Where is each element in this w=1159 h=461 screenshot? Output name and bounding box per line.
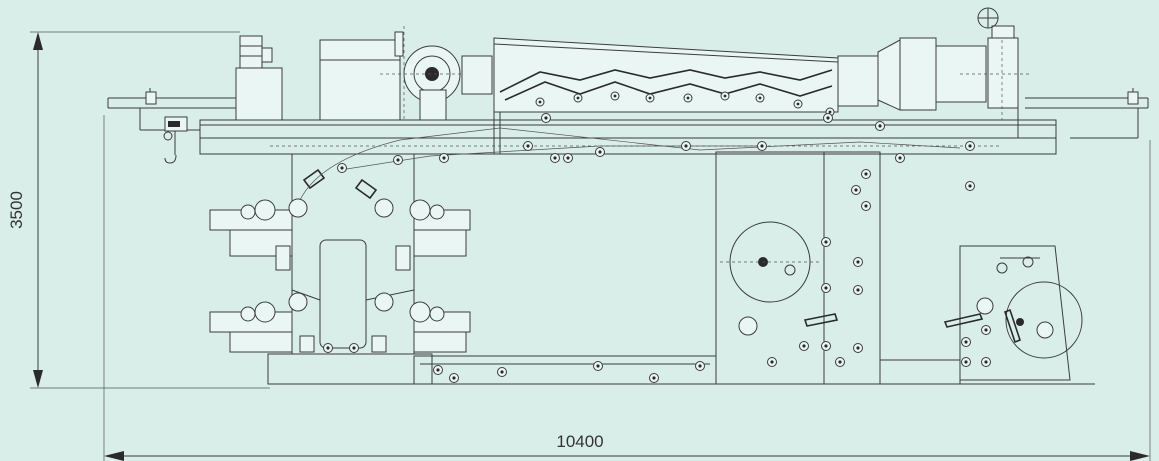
- tunnel-roller-axle: [796, 102, 800, 106]
- tunnel-roller-axle: [613, 94, 617, 98]
- guide-roller-axle: [898, 156, 902, 160]
- guide-roller-axle: [984, 328, 988, 332]
- rewind-section: [943, 245, 1083, 381]
- tunnel-roller-axle: [648, 96, 652, 100]
- guide-roller-axle: [566, 156, 570, 160]
- guide-rollers: [323, 113, 991, 383]
- guide-roller-axle: [856, 346, 860, 350]
- guide-roller-axle: [352, 346, 356, 350]
- guide-roller-axle: [340, 166, 344, 170]
- tunnel-roller-axle: [828, 110, 832, 114]
- guide-roller-axle: [442, 156, 446, 160]
- tunnel-roller-axle: [576, 96, 580, 100]
- width-dimension-label: 10400: [556, 432, 603, 451]
- guide-roller-axle: [326, 346, 330, 350]
- guide-roller-axle: [802, 344, 806, 348]
- guide-roller-axle: [964, 360, 968, 364]
- guide-roller-axle: [526, 144, 530, 148]
- main-frame-beam: [199, 111, 1057, 155]
- hoist-hook: [163, 116, 188, 164]
- blower-fan: [380, 26, 493, 121]
- print-unit-upper-right: [395, 199, 471, 271]
- guide-roller-axle: [553, 156, 557, 160]
- guide-roller-axle: [500, 370, 504, 374]
- tunnel-roller-axle: [686, 96, 690, 100]
- guide-roller-axle: [652, 376, 656, 380]
- guide-roller-axle: [854, 188, 858, 192]
- guide-roller-axle: [856, 260, 860, 264]
- guide-roller-axle: [452, 376, 456, 380]
- guide-roller-axle: [838, 360, 842, 364]
- machine-base: [267, 151, 1095, 385]
- print-unit-lower-left: [209, 301, 315, 353]
- motor-unit-left: [235, 35, 283, 121]
- guide-roller-axle: [864, 204, 868, 208]
- guide-roller-axle: [596, 364, 600, 368]
- height-dimension: 3500: [7, 31, 270, 389]
- guide-roller-axle: [826, 116, 830, 120]
- guide-roller-axle: [684, 144, 688, 148]
- guide-roller-axle: [396, 158, 400, 162]
- web-path: [299, 127, 961, 201]
- guide-roller-axle: [824, 286, 828, 290]
- guide-roller-axle: [968, 184, 972, 188]
- guide-roller-axle: [968, 144, 972, 148]
- guide-roller-axle: [864, 172, 868, 176]
- tunnel-roller-axle: [758, 96, 762, 100]
- top-rail: [107, 88, 1149, 139]
- guide-roller-axle: [698, 364, 702, 368]
- tunnel-roller-axle: [538, 100, 542, 104]
- print-unit-upper-left: [209, 199, 293, 271]
- guide-roller-axle: [544, 116, 548, 120]
- guide-roller-axle: [770, 360, 774, 364]
- width-dimension: 10400: [103, 115, 1151, 461]
- guide-roller-axle: [760, 144, 764, 148]
- guide-roller-axle: [878, 124, 882, 128]
- guide-roller-axle: [984, 360, 988, 364]
- impression-cylinders: [288, 168, 394, 312]
- tunnel-roller-axle: [723, 94, 727, 98]
- dryer-tunnel: [493, 37, 839, 117]
- print-unit-lower-right: [371, 301, 471, 353]
- reel-unwind: [720, 221, 839, 336]
- dryer-box: [319, 31, 404, 121]
- guide-roller-axle: [598, 150, 602, 154]
- guide-roller-axle: [824, 344, 828, 348]
- guide-roller-axle: [436, 368, 440, 372]
- guide-roller-axle: [856, 288, 860, 292]
- exhaust-unit-right: [837, 7, 1030, 138]
- guide-roller-axle: [824, 240, 828, 244]
- height-dimension-label: 3500: [7, 191, 26, 229]
- guide-roller-axle: [964, 340, 968, 344]
